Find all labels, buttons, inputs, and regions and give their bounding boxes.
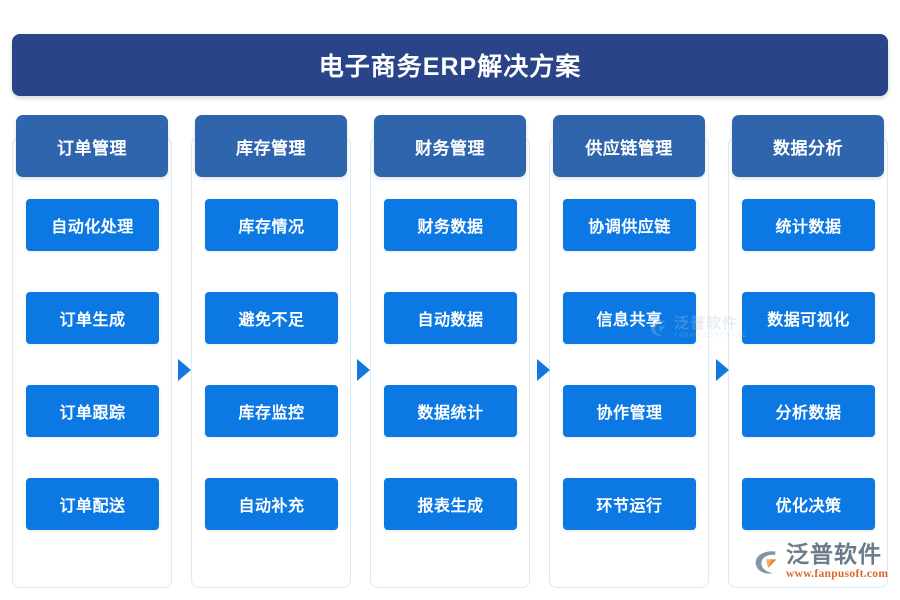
fanpu-logo-icon [752,547,782,577]
process-cell-label: 统计数据 [775,219,842,236]
process-cell[interactable]: 订单配送 [26,478,159,530]
process-cell-label: 数据统计 [417,405,484,422]
process-columns: 订单管理 自动化处理 订单生成 订单跟踪 订单配送 库存管 [12,115,888,588]
logo-text: 泛普软件 www.fanpusoft.com [786,543,888,581]
process-cell-label: 订单跟踪 [59,405,126,422]
process-cell-label: 分析数据 [775,405,842,422]
process-cell[interactable]: 数据可视化 [742,292,875,344]
process-cell-label: 数据可视化 [767,312,850,329]
process-cell[interactable]: 统计数据 [742,199,875,251]
column-header-label: 供应链管理 [585,138,673,158]
column-header-3[interactable]: 财务管理 [374,115,526,177]
process-cell-label: 避免不足 [238,312,305,329]
process-cell[interactable]: 环节运行 [563,478,696,530]
process-cell[interactable]: 自动化处理 [26,199,159,251]
process-column-order-management: 订单管理 自动化处理 订单生成 订单跟踪 订单配送 [12,115,172,588]
column-cells: 协调供应链 信息共享 协作管理 环节运行 [549,199,709,579]
process-cell-label: 自动补充 [238,498,305,515]
arrow-right-icon [537,359,550,381]
process-cell-label: 信息共享 [596,312,663,329]
process-column-supply-chain-management: 供应链管理 协调供应链 信息共享 协作管理 环节运行 [549,115,709,588]
column-cells: 自动化处理 订单生成 订单跟踪 订单配送 [12,199,172,579]
process-cell-label: 订单配送 [59,498,126,515]
process-column-finance-management: 财务管理 财务数据 自动数据 数据统计 报表生成 [370,115,530,588]
process-cell[interactable]: 避免不足 [205,292,338,344]
process-cell-label: 环节运行 [596,498,663,515]
process-cell-label: 财务数据 [417,219,484,236]
process-cell-label: 协调供应链 [588,219,671,236]
column-header-label: 库存管理 [236,138,306,158]
process-column-data-analysis: 数据分析 统计数据 数据可视化 分析数据 优化决策 [728,115,888,588]
arrow-right-icon [178,359,191,381]
brand-logo: 泛普软件 www.fanpusoft.com [752,543,888,581]
process-cell[interactable]: 数据统计 [384,385,517,437]
process-column-inventory-management: 库存管理 库存情况 避免不足 库存监控 自动补充 [191,115,351,588]
arrow-right-icon [716,359,729,381]
process-cell[interactable]: 订单跟踪 [26,385,159,437]
column-header-5[interactable]: 数据分析 [732,115,884,177]
column-header-4[interactable]: 供应链管理 [553,115,705,177]
column-cells: 财务数据 自动数据 数据统计 报表生成 [370,199,530,579]
process-cell-label: 自动化处理 [51,219,134,236]
process-cell[interactable]: 自动补充 [205,478,338,530]
process-cell[interactable]: 库存监控 [205,385,338,437]
column-header-label: 订单管理 [57,138,127,158]
column-header-2[interactable]: 库存管理 [195,115,347,177]
process-cell[interactable]: 优化决策 [742,478,875,530]
process-cell-label: 库存情况 [238,219,305,236]
page-title: 电子商务ERP解决方案 [318,53,582,81]
process-cell[interactable]: 协调供应链 [563,199,696,251]
process-cell-label: 自动数据 [417,312,484,329]
process-cell[interactable]: 信息共享 [563,292,696,344]
column-cells: 统计数据 数据可视化 分析数据 优化决策 [728,199,888,579]
logo-company-name: 泛普软件 [786,541,882,567]
process-cell-label: 优化决策 [775,498,842,515]
arrow-right-icon [357,359,370,381]
process-cell-label: 库存监控 [238,405,305,422]
column-header-label: 财务管理 [415,138,485,158]
process-cell[interactable]: 订单生成 [26,292,159,344]
process-cell-label: 报表生成 [417,498,484,515]
process-cell[interactable]: 财务数据 [384,199,517,251]
logo-website-url: www.fanpusoft.com [786,568,889,580]
process-cell-label: 订单生成 [59,312,126,329]
process-cell-label: 协作管理 [596,405,663,422]
process-cell[interactable]: 自动数据 [384,292,517,344]
process-cell[interactable]: 库存情况 [205,199,338,251]
column-cells: 库存情况 避免不足 库存监控 自动补充 [191,199,351,579]
column-header-1[interactable]: 订单管理 [16,115,168,177]
process-cell[interactable]: 协作管理 [563,385,696,437]
process-cell[interactable]: 报表生成 [384,478,517,530]
title-banner: 电子商务ERP解决方案 [12,34,888,96]
process-cell[interactable]: 分析数据 [742,385,875,437]
column-header-label: 数据分析 [773,138,843,158]
